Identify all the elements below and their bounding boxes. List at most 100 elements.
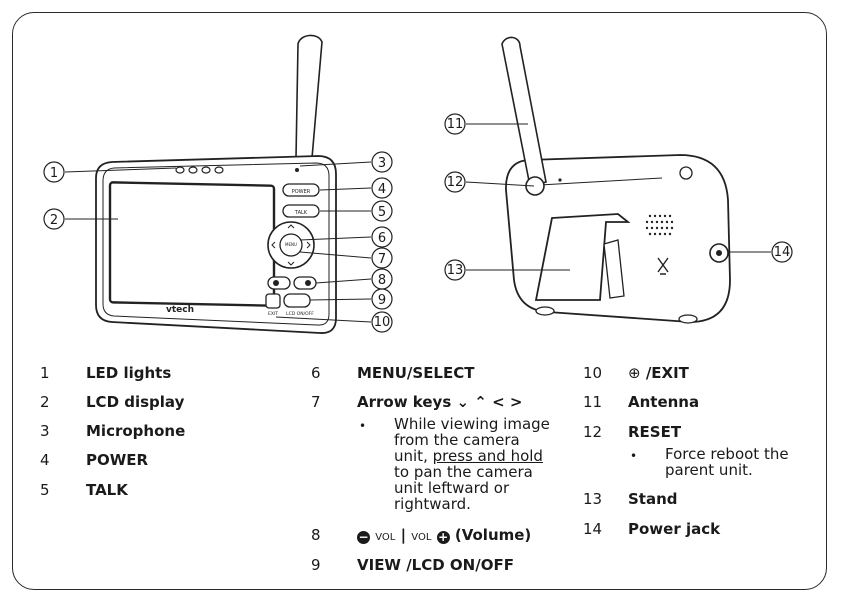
- callout-6: 6: [378, 231, 386, 246]
- legend-num: 7: [311, 393, 321, 411]
- arrow-keys-desc-5: unit leftward or: [394, 479, 510, 497]
- back-foot: [535, 306, 555, 316]
- talk-button: [282, 204, 320, 218]
- legend-num: 14: [583, 520, 603, 538]
- lcd-screen: [108, 181, 276, 307]
- stand: [534, 213, 631, 301]
- vol-up-text: VOL: [411, 532, 432, 543]
- led-light: [175, 166, 185, 174]
- callout-lines: [64, 123, 771, 323]
- front-antenna: [295, 34, 323, 159]
- back-foot: [678, 314, 698, 324]
- legend-num: 1: [40, 364, 50, 382]
- callout-3: 3: [378, 156, 386, 171]
- arrow-keys-desc-6: rightward.: [394, 495, 471, 513]
- dpad-right-icon: [306, 241, 311, 249]
- callout-13: 13: [447, 263, 464, 278]
- menu-select-label: MENU: [285, 242, 297, 247]
- legend-title-power: POWER: [86, 451, 149, 469]
- legend-title-talk: TALK: [86, 481, 128, 499]
- device-diagram: POWER TALK MENU EXIT LCD ON/OFF vtech: [43, 34, 793, 334]
- arrow-keys-desc-1: While viewing image: [394, 415, 550, 433]
- back-top-ridge: [539, 177, 663, 186]
- brand-logo: vtech: [166, 305, 194, 315]
- legend-num: 4: [40, 451, 50, 469]
- dpad-up-icon: [287, 224, 295, 229]
- desc-underline: press and hold: [432, 447, 543, 465]
- reset-desc-2: parent unit.: [665, 461, 753, 479]
- callout-10: 10: [374, 315, 391, 330]
- legend-num: 12: [583, 423, 603, 441]
- bullet: •: [359, 419, 367, 433]
- front-body-inner: [102, 162, 330, 326]
- legend-title-power-jack: Power jack: [628, 520, 721, 538]
- legend-title-volume: − VOL | VOL + (Volume): [357, 526, 532, 544]
- legend-title-reset: RESET: [628, 423, 682, 441]
- legend-num: 10: [583, 364, 603, 382]
- led-light: [214, 166, 224, 174]
- power-button-label: POWER: [292, 189, 311, 195]
- exit-label: EXIT: [268, 311, 278, 317]
- back-screw: [679, 166, 693, 180]
- view-button: [283, 293, 311, 308]
- led-light: [201, 166, 211, 174]
- callout-circles: [43, 113, 793, 333]
- arrow-keys-text: Arrow keys: [357, 393, 452, 411]
- callout-2: 2: [50, 213, 58, 228]
- legend-title-antenna: Antenna: [628, 393, 700, 411]
- zoom-icon: ⊕: [628, 364, 641, 382]
- speaker-grille: [645, 214, 674, 236]
- minus-icon: −: [357, 530, 370, 544]
- front-view: POWER TALK MENU EXIT LCD ON/OFF vtech: [95, 34, 337, 334]
- power-button: [282, 183, 320, 197]
- menu-select-button: [279, 233, 303, 257]
- legend-title-menu-select: MENU/SELECT: [357, 364, 475, 382]
- legend-title-microphone: Microphone: [86, 422, 186, 440]
- led-row: [175, 166, 224, 174]
- callout-8: 8: [378, 273, 386, 288]
- arrow-keys-desc-3: unit, press and hold: [394, 448, 543, 464]
- view-label: LCD ON/OFF: [286, 311, 314, 317]
- legend-title-arrow-keys: Arrow keys ⌄ ⌃ < >: [357, 393, 522, 411]
- microphone: [295, 168, 299, 172]
- legend-num: 2: [40, 393, 50, 411]
- reset-hole: [558, 178, 562, 182]
- callout-7: 7: [378, 252, 386, 267]
- legend-title-lcd-display: LCD display: [86, 393, 185, 411]
- bullet: •: [630, 449, 638, 463]
- vol-minus-icon: [273, 280, 279, 286]
- exit-button: [265, 293, 281, 309]
- callout-numbers: 1 2 3 4 5 6 7 8 9 10 11 12 13 14: [50, 117, 790, 330]
- led-light: [188, 166, 198, 174]
- callout-4: 4: [378, 182, 386, 197]
- legend-num: 3: [40, 422, 50, 440]
- dpad-left-icon: [271, 241, 276, 249]
- callout-9: 9: [378, 293, 386, 308]
- callout-5: 5: [378, 205, 386, 220]
- vol-down-text: VOL: [375, 532, 396, 543]
- callout-14: 14: [774, 245, 791, 260]
- callout-1: 1: [50, 166, 58, 181]
- legend-num: 6: [311, 364, 321, 382]
- legend-title-view: VIEW /LCD ON/OFF: [357, 556, 514, 574]
- back-antenna: [501, 36, 547, 187]
- arrow-keys-desc-4: to pan the camera: [394, 463, 533, 481]
- stand-support: [603, 239, 625, 299]
- weee-bin-icon: [657, 257, 669, 275]
- back-view: [501, 36, 731, 324]
- vol-plus-icon: [305, 280, 311, 286]
- plus-icon: +: [436, 530, 450, 544]
- arrow-keys-desc-2: from the camera: [394, 431, 520, 449]
- volume-text: (Volume): [454, 526, 532, 544]
- talk-button-label: TALK: [294, 210, 308, 216]
- power-jack-pin: [716, 250, 722, 256]
- legend-num: 5: [40, 481, 50, 499]
- reset-desc-1: Force reboot the: [665, 445, 789, 463]
- legend-title-led-lights: LED lights: [86, 364, 172, 382]
- desc-text: unit,: [394, 447, 433, 465]
- manual-frame: [12, 12, 827, 590]
- callout-12: 12: [447, 175, 464, 190]
- legend-title-stand: Stand: [628, 490, 678, 508]
- callout-11: 11: [447, 117, 464, 132]
- dpad-down-icon: [287, 261, 295, 266]
